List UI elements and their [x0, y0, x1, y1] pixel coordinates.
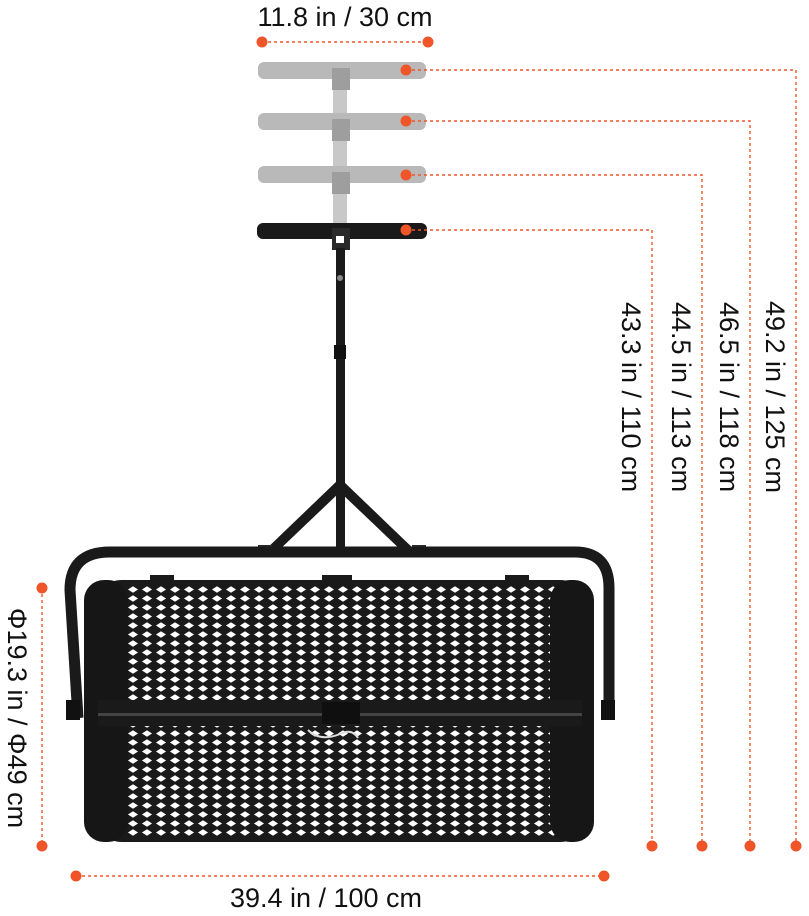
height-label-3: 46.5 in / 118 cm: [714, 302, 744, 492]
handle-width-label: 11.8 in / 30 cm: [257, 2, 432, 32]
dimension-lines: [41, 41, 797, 877]
height-label-2: 44.5 in / 113 cm: [666, 302, 696, 492]
adjustable-t-handle-icon: [257, 223, 427, 555]
height-label-1: 43.3 in / 110 cm: [616, 302, 646, 492]
height-label-4: 49.2 in / 125 cm: [760, 301, 790, 493]
diameter-label: Φ19.3 in / Φ49 cm: [2, 608, 32, 828]
width-label: 39.4 in / 100 cm: [230, 883, 422, 913]
lawn-spreader-drum-icon: [64, 546, 615, 842]
ghost-handles: [258, 62, 426, 232]
dimension-dots: [36, 36, 802, 882]
